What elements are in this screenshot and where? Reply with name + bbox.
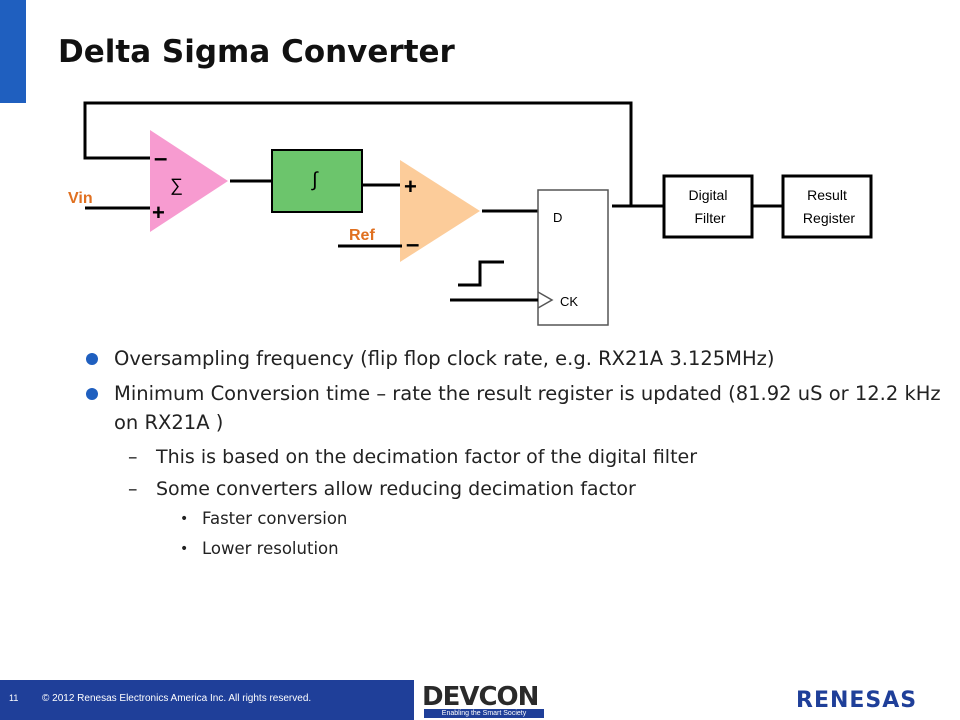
sub-bullet-text: Some converters allow reducing decimatio… xyxy=(156,478,636,500)
bullet-text: Oversampling frequency (flip flop clock … xyxy=(114,347,775,370)
comparator-plus-sign: + xyxy=(404,174,417,199)
result-register-label-line1: Result xyxy=(807,187,847,203)
bullet-text: Minimum Conversion time – rate the resul… xyxy=(114,382,941,434)
slide-title: Delta Sigma Converter xyxy=(58,34,455,70)
sub-bullet-item: – This is based on the decimation factor… xyxy=(80,443,950,471)
footer-bar: 11 © 2012 Renesas Electronics America In… xyxy=(0,680,414,720)
page-number: 11 xyxy=(9,693,19,703)
title-accent-bar xyxy=(0,0,26,103)
bullet-dot-icon xyxy=(86,353,98,365)
renesas-logo: RENESAS xyxy=(796,688,918,713)
sub-sub-bullet-text: Lower resolution xyxy=(202,539,339,558)
clock-edge-triangle xyxy=(537,291,554,309)
small-bullet-icon: • xyxy=(180,511,189,527)
integral-symbol: ∫ xyxy=(311,169,319,191)
copyright-text: © 2012 Renesas Electronics America Inc. … xyxy=(42,693,312,704)
digital-filter-label-line2: Filter xyxy=(694,210,725,226)
summer-sigma-symbol: ∑ xyxy=(170,175,183,195)
sub-sub-bullet-item: • Faster conversion xyxy=(80,507,950,531)
flipflop-block xyxy=(537,189,609,326)
dash-marker-icon: – xyxy=(128,446,138,468)
bullet-dot-icon xyxy=(86,388,98,400)
bullet-list: Oversampling frequency (flip flop clock … xyxy=(80,344,950,567)
comparator-block xyxy=(400,160,480,262)
delta-sigma-diagram: – ∑ + Vin ∫ + – Ref D CK Digital Filter … xyxy=(68,101,873,326)
summer-block xyxy=(150,130,228,232)
result-register-block xyxy=(781,174,873,239)
devcon-logo: DEVCON Enabling the Smart Society xyxy=(422,682,546,718)
slide-footer: 11 © 2012 Renesas Electronics America In… xyxy=(0,680,960,720)
flipflop-ck-label: CK xyxy=(560,294,578,309)
sub-bullet-item: – Some converters allow reducing decimat… xyxy=(80,475,950,503)
feedback-wire xyxy=(83,101,633,206)
summer-plus-sign: + xyxy=(152,200,165,225)
devcon-tagline: Enabling the Smart Society xyxy=(424,709,544,718)
sub-sub-bullet-text: Faster conversion xyxy=(202,509,348,528)
integrator-block xyxy=(271,149,363,213)
flipflop-d-label: D xyxy=(553,210,562,225)
digital-filter-label-line1: Digital xyxy=(689,187,728,203)
sub-bullet-text: This is based on the decimation factor o… xyxy=(156,446,698,468)
devcon-logo-word: DEVCON xyxy=(422,682,539,712)
small-bullet-icon: • xyxy=(180,541,189,557)
result-register-label-line2: Register xyxy=(803,210,855,226)
comparator-minus-sign: – xyxy=(406,231,419,258)
sub-sub-bullet-item: • Lower resolution xyxy=(80,537,950,561)
dash-marker-icon: – xyxy=(128,478,138,500)
vin-label: Vin xyxy=(68,190,93,207)
summer-minus-sign: – xyxy=(154,145,167,172)
digital-filter-block xyxy=(662,174,754,239)
ref-label: Ref xyxy=(349,227,375,244)
clock-pulse-icon xyxy=(458,260,504,287)
bullet-item: Oversampling frequency (flip flop clock … xyxy=(80,344,950,373)
bullet-item: Minimum Conversion time – rate the resul… xyxy=(80,379,950,437)
